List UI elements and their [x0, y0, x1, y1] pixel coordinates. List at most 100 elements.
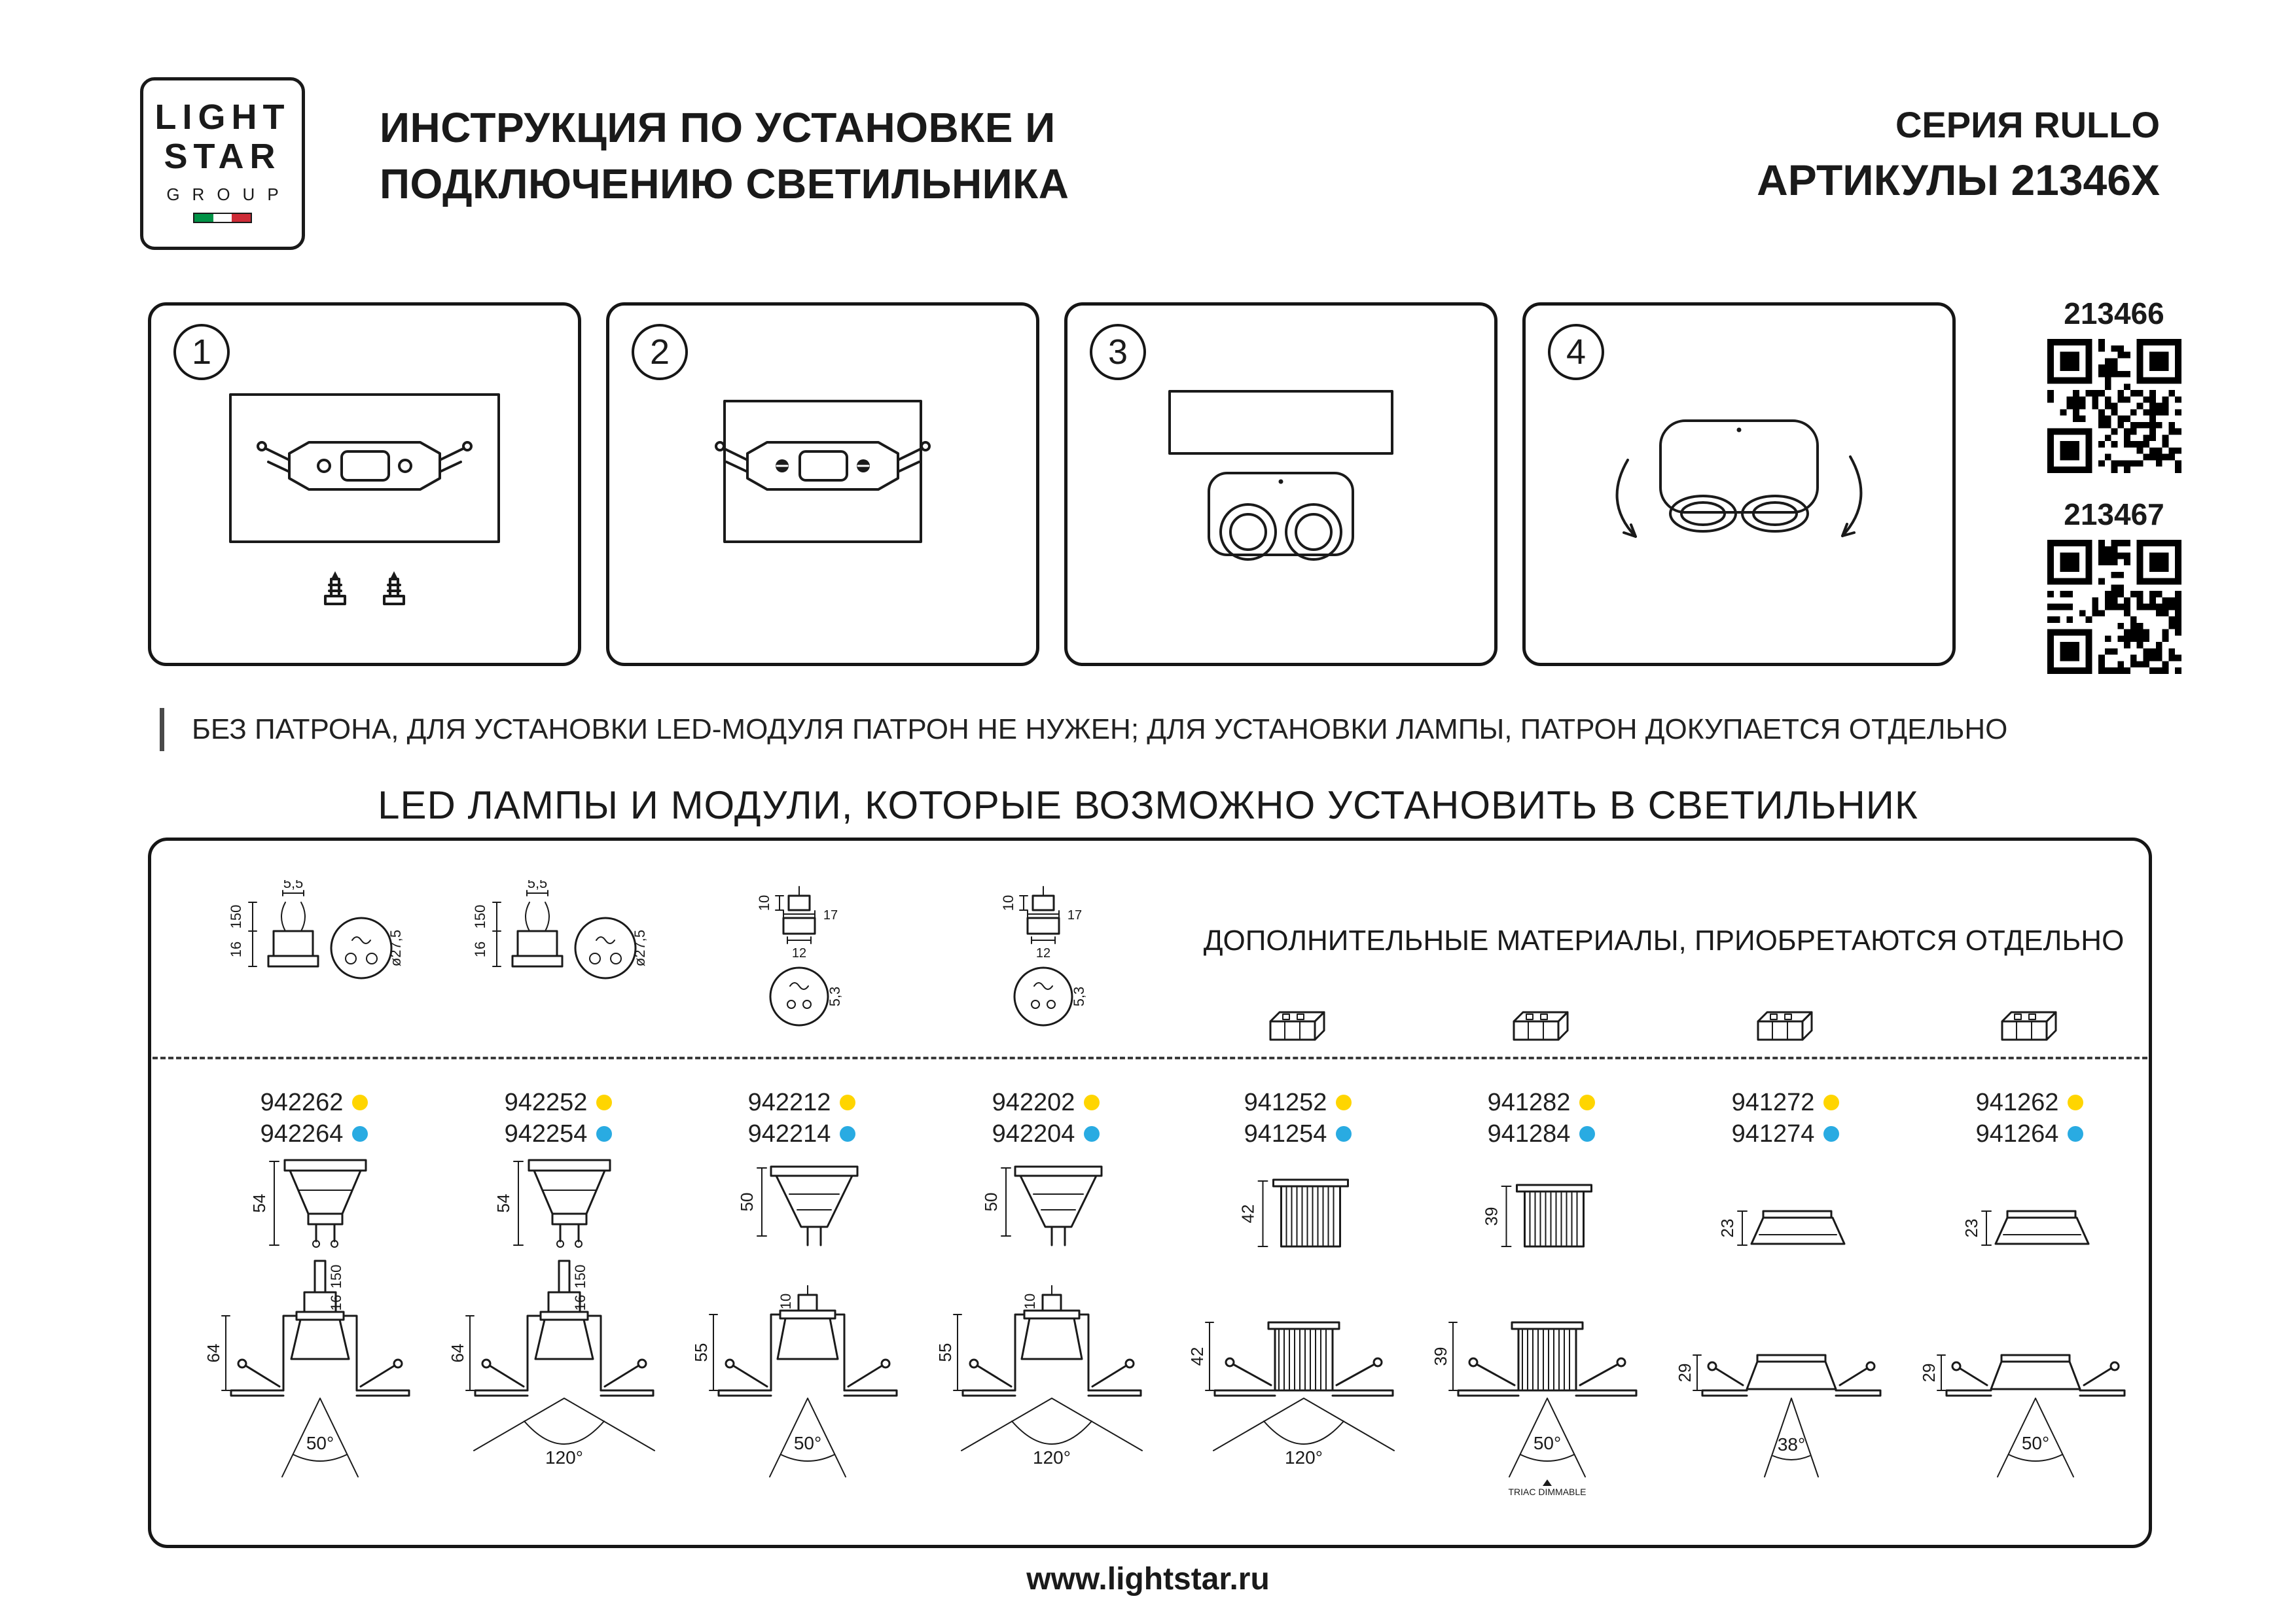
- dim-install-depth: 64: [450, 1344, 467, 1363]
- article-code: 941284: [1487, 1120, 1571, 1148]
- dim-plug: 10: [778, 1294, 794, 1309]
- article-codes: 941262 941264: [1907, 1087, 2152, 1150]
- blue-dot: [1579, 1126, 1596, 1142]
- install-section-diagram: 10 55 50°: [694, 1285, 898, 1477]
- dim-install-depth: 39: [1433, 1347, 1450, 1366]
- yellow-dot: [352, 1095, 368, 1110]
- dim-wire-length: 150: [472, 905, 488, 929]
- website-url: www.lightstar.ru: [1026, 1562, 1270, 1597]
- step-number-2: 2: [632, 324, 688, 380]
- triac-dimmable-label: TRIAC DIMMABLE: [1508, 1487, 1586, 1496]
- low-module-profile: 23: [1720, 1210, 1846, 1246]
- wire-connector-icon: [1757, 1011, 1813, 1041]
- beam-angle-label: 50°: [794, 1433, 821, 1453]
- wire-connector-icon: [1513, 1011, 1569, 1041]
- lamp-column-8: 941262 941264 23 29 50°: [1907, 841, 2152, 1551]
- low-module-profile: 23: [1964, 1210, 2090, 1246]
- dim-install-depth: 64: [206, 1344, 223, 1363]
- mr16-socket-diagram: 10 17 12 5,3: [1000, 886, 1087, 1027]
- dashed-divider: [152, 1057, 2147, 1059]
- logo-line2: STAR: [164, 137, 281, 177]
- dim-plug-height: 10: [1000, 895, 1016, 911]
- accessories-note: ДОПОЛНИТЕЛЬНЫЕ МАТЕРИАЛЫ, ПРИОБРЕТАЮТСЯ …: [1203, 925, 2125, 957]
- dim-stem: 150: [328, 1265, 344, 1289]
- article-codes: 941252 941254: [1175, 1087, 1420, 1150]
- yellow-dot: [1579, 1095, 1596, 1110]
- blue-dot: [840, 1126, 856, 1142]
- install-section-diagram: 29 50°: [1922, 1354, 2126, 1477]
- beam-angle-label: 38°: [1778, 1434, 1805, 1455]
- qr-label-bottom: 213467: [2064, 497, 2164, 531]
- qr-label-top: 213466: [2064, 296, 2164, 330]
- dim-install-depth: 29: [1677, 1364, 1695, 1383]
- article-code: 941254: [1244, 1120, 1327, 1148]
- article-code: 942214: [747, 1120, 831, 1148]
- step-1-mounting-plate-diagram: [229, 393, 500, 605]
- article-codes: 942212 942214: [679, 1087, 924, 1150]
- led-module-profile: 39: [1484, 1184, 1592, 1248]
- led-module-profile: 42: [1241, 1178, 1349, 1248]
- blue-dot: [2068, 1126, 2084, 1142]
- blue-dot: [1336, 1126, 1352, 1142]
- yellow-dot: [2068, 1095, 2084, 1110]
- dim-body-height: 16: [472, 942, 488, 957]
- dim-diameter: ø27,5: [632, 930, 648, 966]
- lamp-column-2: 5,5 150 16 ø27,5 942252 942254 54: [436, 841, 681, 1551]
- step-panel-3: 3: [1064, 302, 1498, 666]
- lamp-column-4: 10 17 12 5,3 942202 942204 50: [924, 841, 1168, 1551]
- lamp-column-7: 941272 941274 23 29 38°: [1663, 841, 1908, 1551]
- beam-angle-label: 120°: [1285, 1447, 1323, 1468]
- title-line1: ИНСТРУКЦИЯ ПО УСТАНОВКЕ И: [380, 104, 1056, 151]
- dim-stem: 150: [572, 1265, 588, 1289]
- install-section-diagram: 39 50° TRIAC DIMMABLE: [1433, 1321, 1638, 1496]
- article-code: 941264: [1975, 1120, 2059, 1148]
- article-code: 942212: [747, 1088, 831, 1116]
- dim-body-width: 17: [1067, 908, 1082, 923]
- yellow-dot: [840, 1095, 856, 1110]
- install-section-diagram: 42 120°: [1190, 1321, 1395, 1468]
- lamp-column-3: 10 17 12 5,3 942212 942214 50: [679, 841, 924, 1551]
- article-codes: 942202 942204: [924, 1087, 1168, 1150]
- article-code: 942262: [260, 1088, 344, 1116]
- beam-angle-label: 120°: [1033, 1447, 1071, 1468]
- step-panel-1: 1: [148, 302, 581, 666]
- dim-module-height: 39: [1484, 1207, 1501, 1226]
- dim-holder: 16: [328, 1295, 344, 1311]
- series-name: СЕРИЯ RULLO: [1895, 104, 2160, 145]
- dim-module-height: 42: [1241, 1205, 1258, 1224]
- article-codes: 942262 942264: [192, 1087, 437, 1150]
- qr-code-top: [2047, 339, 2181, 473]
- blue-dot: [1823, 1126, 1840, 1142]
- step-panel-4: 4: [1522, 302, 1956, 666]
- logo-line1: LIGHT: [154, 97, 291, 137]
- article-code: 941274: [1731, 1120, 1815, 1148]
- dim-pin-span: 12: [1036, 946, 1050, 961]
- lamp-column-5: 941252 941254 42 42 120: [1175, 841, 1420, 1551]
- step-number-1: 1: [173, 324, 230, 380]
- dim-lamp-height: 50: [984, 1193, 1001, 1212]
- step-number-3: 3: [1090, 324, 1146, 380]
- blue-dot: [1084, 1126, 1100, 1142]
- dim-pin-span: 12: [792, 946, 806, 961]
- yellow-dot: [1823, 1095, 1840, 1110]
- gu10-lamp-profile: 54: [496, 1159, 611, 1248]
- dim-pin-gap: 5,5: [528, 880, 548, 891]
- gu10-lamp-profile: 54: [252, 1159, 367, 1248]
- lightstar-logo: LIGHT STAR GROUP: [140, 77, 305, 250]
- dim-install-depth: 55: [694, 1343, 711, 1362]
- mr16-socket-diagram: 10 17 12 5,3: [756, 886, 843, 1027]
- dim-lamp-height: 54: [252, 1194, 269, 1213]
- article-code: 942202: [992, 1088, 1075, 1116]
- gu10-socket-diagram: 5,5 150 16 ø27,5: [472, 880, 648, 980]
- install-section-diagram: 150 16 64 50°: [206, 1260, 410, 1477]
- dim-install-depth: 55: [938, 1343, 955, 1362]
- logo-line3: GROUP: [166, 184, 291, 204]
- dim-install-depth: 42: [1190, 1347, 1207, 1366]
- article-codes: 942252 942254: [436, 1087, 681, 1150]
- note-bar: [160, 708, 164, 751]
- note-text: БЕЗ ПАТРОНА, ДЛЯ УСТАНОВКИ LED-МОДУЛЯ ПА…: [192, 713, 2008, 745]
- article-code: 941272: [1731, 1088, 1815, 1116]
- beam-angle-label: 50°: [2022, 1433, 2049, 1453]
- section-heading: LED ЛАМПЫ И МОДУЛИ, КОТОРЫЕ ВОЗМОЖНО УСТ…: [378, 783, 1918, 827]
